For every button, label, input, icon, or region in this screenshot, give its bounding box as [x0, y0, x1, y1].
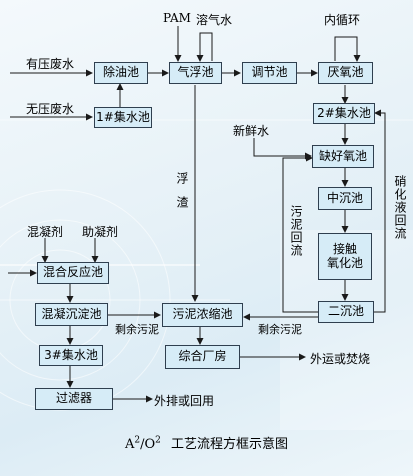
node-secondary-settle: 二沉池: [318, 301, 374, 323]
label-no-pressure-wastewater: 无压废水: [26, 102, 75, 116]
node-sludge-thicken: 污泥浓缩池: [162, 303, 243, 327]
node-collect1: 1#集水池: [94, 107, 152, 128]
label-scum: 浮渣: [175, 172, 189, 220]
caption-o: /O: [140, 437, 156, 452]
arrow-dissolved-air-loop: [196, 32, 213, 62]
caption-text: 工艺流程方框示意图: [171, 437, 289, 452]
label-discharge-or-reuse: 外排或回用: [154, 394, 215, 408]
node-anaerobic: 厌氧池: [318, 62, 373, 84]
node-collect3: 3#集水池: [39, 345, 103, 366]
node-contact-oxidation-line2: 氧化池: [326, 255, 363, 270]
label-pam: PAM: [163, 11, 191, 25]
node-coag-settle: 混凝沉淀池: [35, 303, 108, 326]
label-export-or-incinerate: 外运或焚烧: [310, 352, 371, 366]
node-oil-removal: 除油池: [94, 62, 148, 84]
diagram-caption: A2/O2 工艺流程方框示意图: [0, 433, 413, 452]
caption-sup1: 2: [134, 435, 141, 446]
label-coagulant: 混凝剂: [27, 225, 64, 239]
label-dissolved-air-water: 溶气水: [196, 13, 233, 27]
arrow-internal-recycle-loop: [334, 36, 361, 62]
label-coagulant-aid: 助凝剂: [82, 225, 119, 239]
node-contact-oxidation: 接触 氧化池: [318, 233, 372, 280]
node-mid-settle: 中沉池: [318, 187, 372, 210]
label-internal-recycle: 内循环: [324, 13, 361, 27]
node-anoxic: 缺好氧池: [312, 145, 374, 168]
label-excess-sludge-right: 剩余污泥: [258, 323, 302, 336]
node-collect2: 2#集水池: [313, 103, 375, 124]
label-fresh-water: 新鲜水: [233, 124, 270, 138]
node-mixing-reaction: 混合反应池: [37, 262, 109, 284]
label-pressure-wastewater: 有压废水: [26, 57, 75, 71]
node-contact-oxidation-line1: 接触: [332, 241, 357, 256]
arrow-sludge-return: [282, 157, 318, 313]
label-sludge-return: 污泥回流: [289, 205, 303, 257]
node-integrated-plant: 综合厂房: [165, 345, 240, 369]
arrow-fresh-water: [253, 138, 312, 160]
node-air-float: 气浮池: [169, 62, 222, 84]
label-nitrate-return: 硝化液回流: [393, 175, 407, 240]
node-filter: 过滤器: [35, 388, 113, 410]
node-regulating: 调节池: [242, 62, 297, 84]
label-excess-sludge-left: 剩余污泥: [115, 323, 159, 336]
arrow-nitrate-return: [374, 109, 386, 313]
caption-a: A: [124, 437, 135, 452]
caption-sup2: 2: [155, 435, 161, 446]
